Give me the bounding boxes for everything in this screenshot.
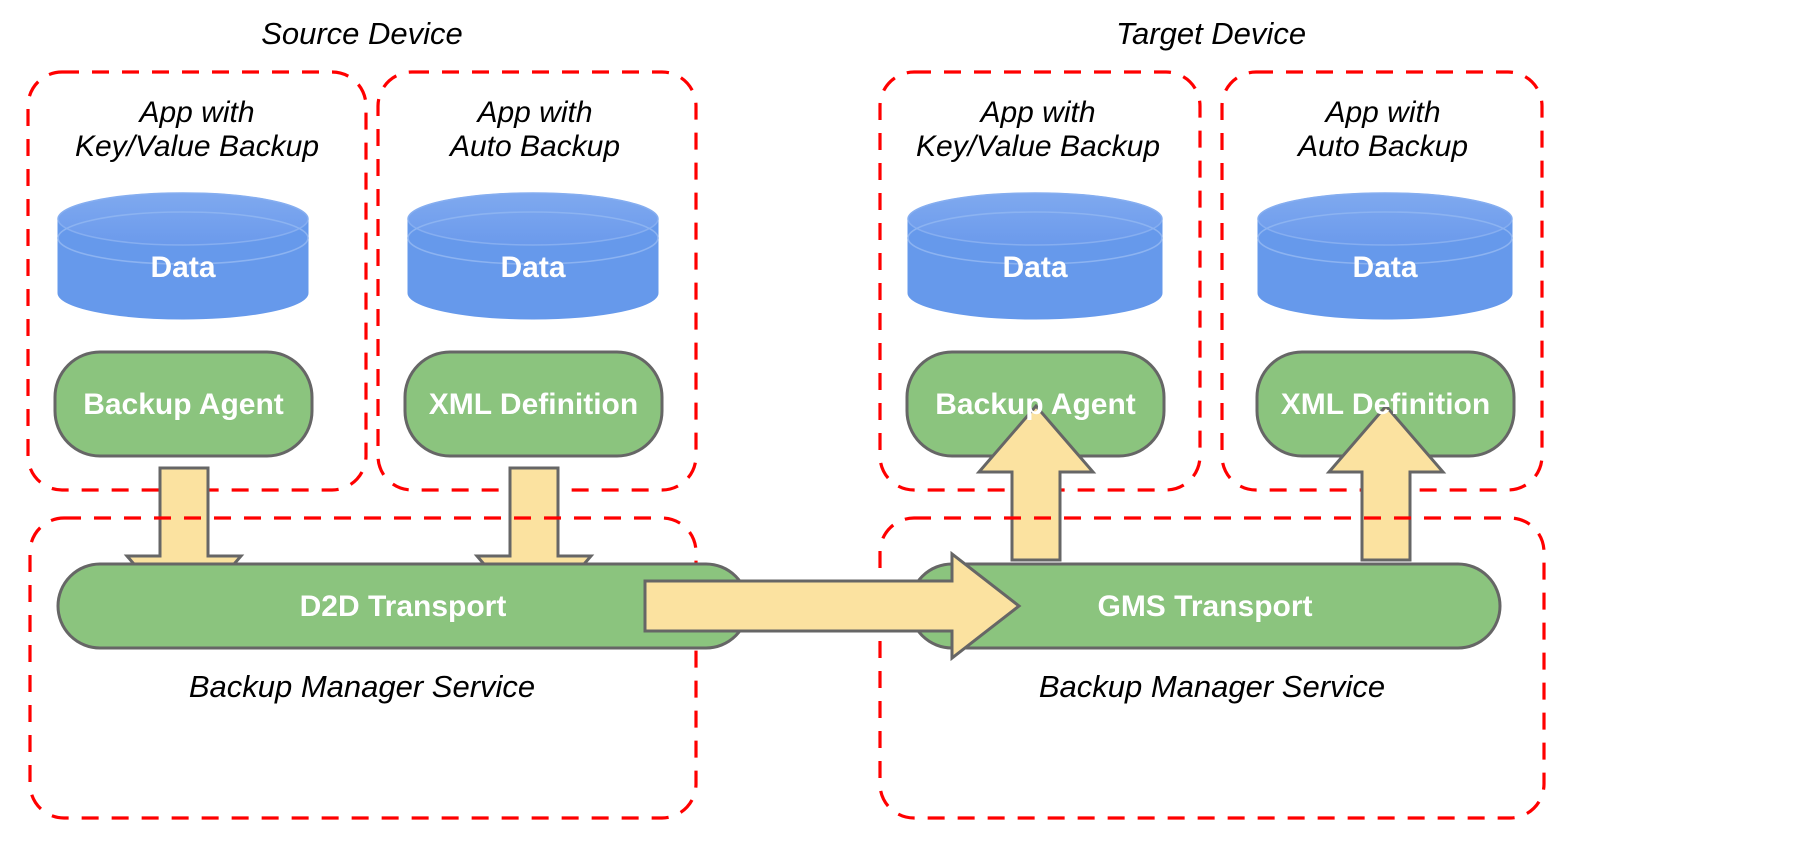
- database-source-kv: [57, 192, 309, 320]
- service-container-source: [28, 516, 698, 820]
- app-label-line2: Auto Backup: [1297, 129, 1469, 163]
- arrow-d2d-to-gms: [643, 550, 1022, 662]
- process-source-backup-agent[interactable]: [53, 350, 314, 458]
- app-label-target-auto: App with Auto Backup: [1218, 96, 1548, 164]
- app-label-line2: Key/Value Backup: [915, 129, 1161, 163]
- app-label-source-auto: App with Auto Backup: [370, 96, 700, 164]
- database-target-auto: [1257, 192, 1513, 320]
- device-title-target: Target Device: [1115, 16, 1307, 51]
- app-label-target-kv: App with Key/Value Backup: [873, 96, 1203, 164]
- app-label-line1: App with: [980, 96, 1096, 129]
- database-source-auto: [407, 192, 659, 320]
- service-label-target: Backup Manager Service: [1038, 669, 1386, 704]
- app-label-source-kv: App with Key/Value Backup: [32, 96, 362, 164]
- app-label-line2: Key/Value Backup: [74, 129, 320, 163]
- service-label-source: Backup Manager Service: [188, 669, 536, 704]
- app-container-source-kv: [26, 70, 368, 492]
- device-title-source: Source Device: [261, 16, 463, 51]
- app-label-line2: Auto Backup: [449, 129, 621, 163]
- app-label-line1: App with: [477, 96, 593, 129]
- service-container-target: [878, 516, 1546, 820]
- process-source-xml-definition[interactable]: [403, 350, 664, 458]
- arrow-target-auto-up: [1325, 403, 1447, 562]
- app-label-line1: App with: [139, 96, 255, 129]
- database-target-kv: [907, 192, 1163, 320]
- app-container-source-auto: [376, 70, 698, 492]
- app-container-target-auto: [1220, 70, 1544, 492]
- app-container-target-kv: [878, 70, 1202, 492]
- app-label-line1: App with: [1325, 96, 1441, 129]
- arrow-target-kv-up: [975, 403, 1097, 562]
